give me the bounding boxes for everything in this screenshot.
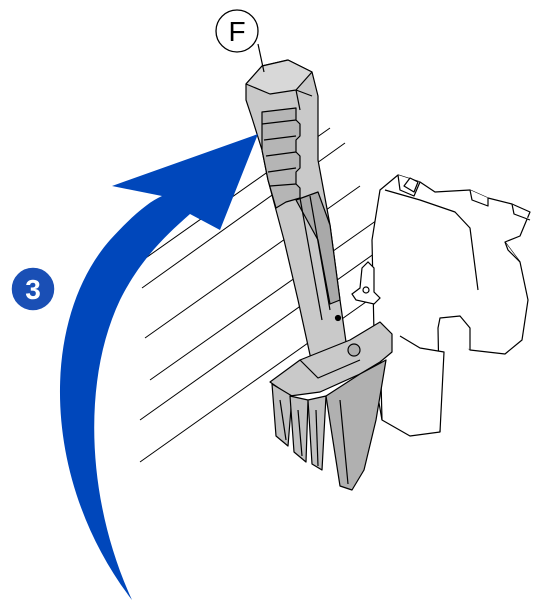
connector-housing: [371, 174, 531, 437]
latch-pin: [351, 261, 381, 305]
part-callout: F: [215, 9, 265, 73]
release-lever: [245, 59, 393, 491]
callout-circle-icon: [215, 9, 259, 53]
step-number: 3: [25, 274, 41, 305]
step-badge: 3: [10, 266, 56, 312]
part-label: F: [228, 16, 245, 47]
curved-arrow-icon: [59, 134, 258, 600]
step-badge-icon: [10, 266, 56, 312]
